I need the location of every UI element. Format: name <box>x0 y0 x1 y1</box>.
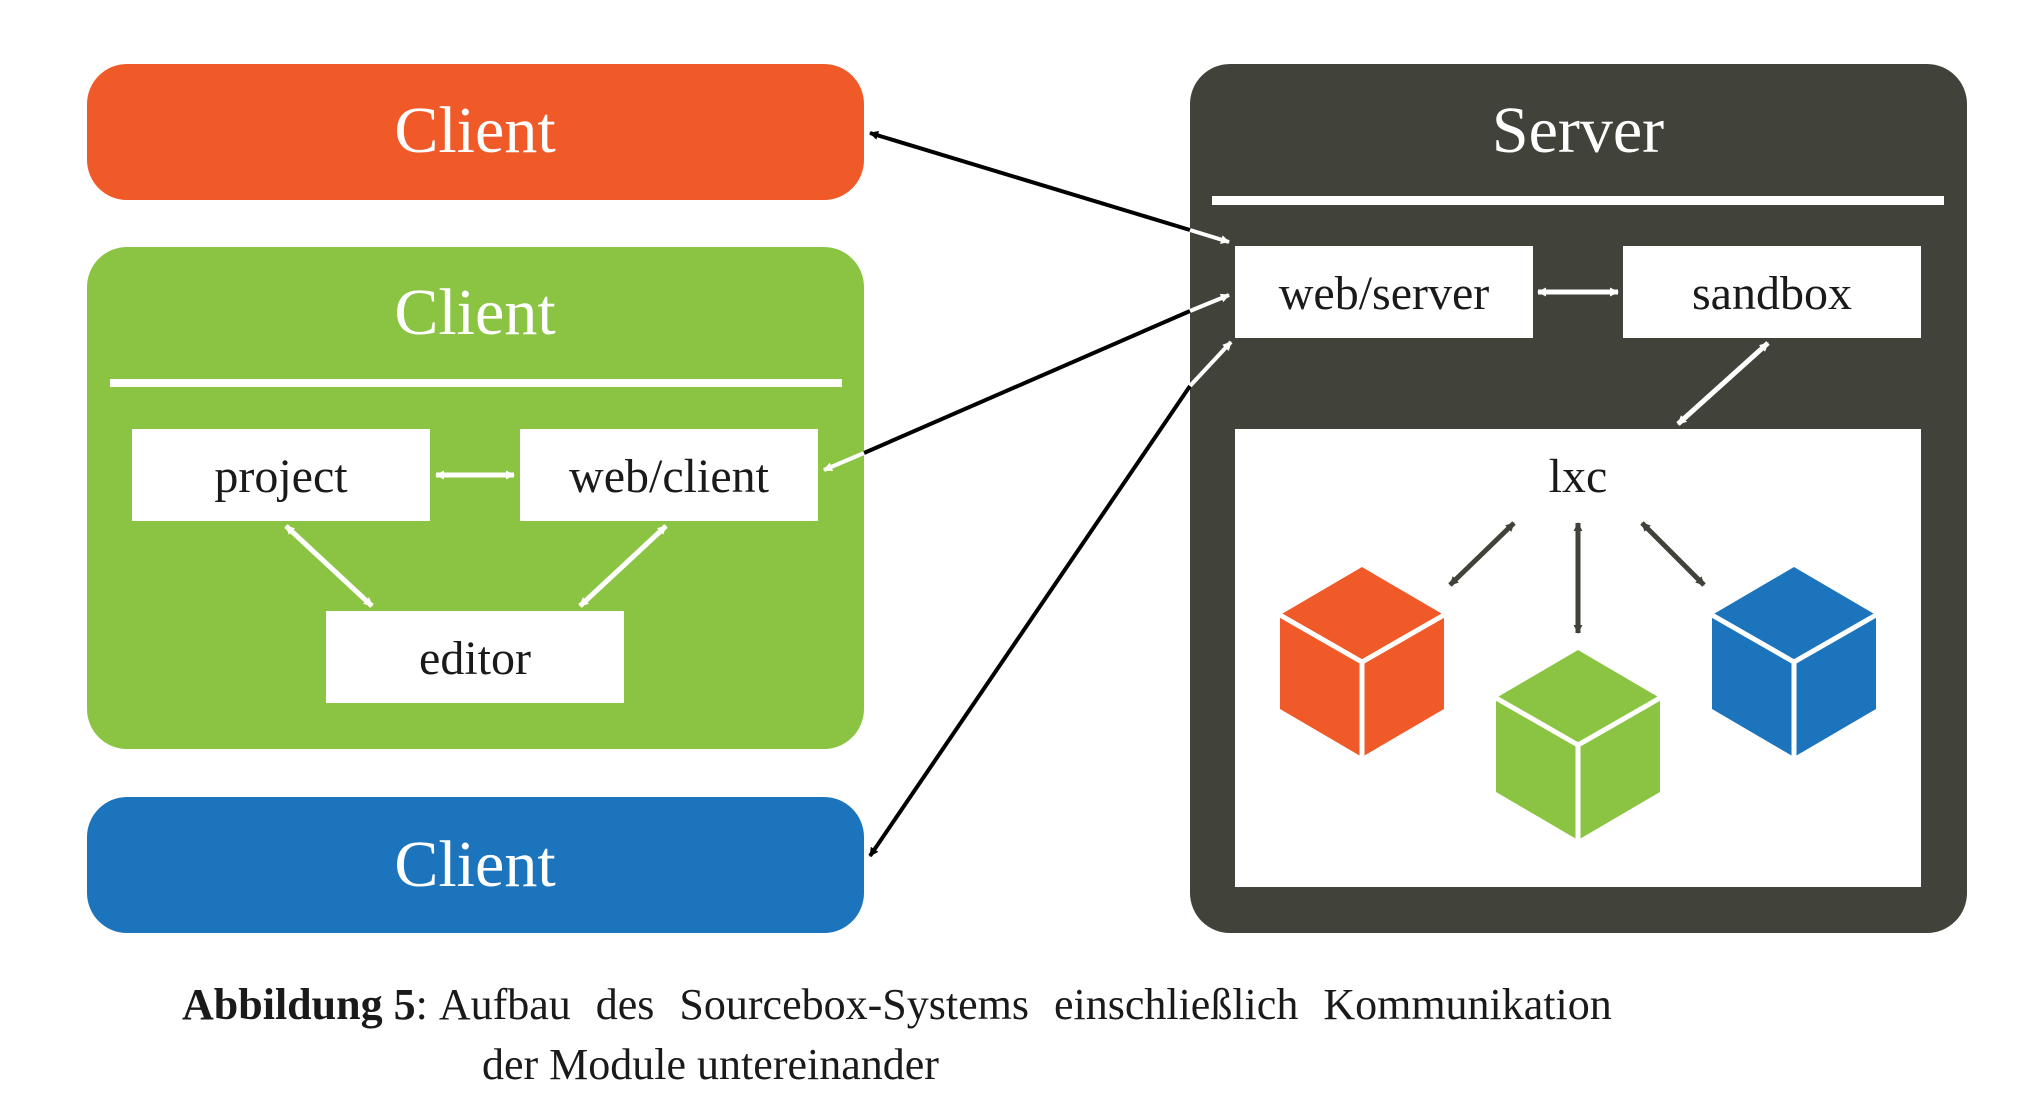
editor-module <box>326 611 624 703</box>
sandbox-module-label: sandbox <box>1692 267 1852 320</box>
client-box-green <box>87 247 864 749</box>
architecture-diagram: Client Client project web/client editor … <box>87 64 1967 933</box>
arrow-webclient-editor <box>578 524 668 608</box>
arrow-orange-client-webserver <box>869 131 1191 232</box>
arrow-orange-client-webserver-tip <box>1189 228 1230 244</box>
client-box-orange <box>87 64 864 200</box>
caption-line-1: Abbildung 5: Aufbau des Sourcebox-System… <box>182 975 1612 1035</box>
arrow-webclient-webserver-tip <box>1189 293 1230 313</box>
caption-label: Abbildung 5 <box>182 980 416 1029</box>
caption-text-line-2: der Module untereinander <box>482 1040 939 1089</box>
web-server-module-label: web/server <box>1279 267 1490 320</box>
arrow-lxc-container-orange <box>1448 521 1516 587</box>
cube-icon-green <box>1494 650 1662 840</box>
cube-icon-orange <box>1278 567 1446 757</box>
caption-colon: : <box>415 980 439 1029</box>
client-label-orange: Client <box>394 94 555 167</box>
cube-icon-blue <box>1710 567 1878 757</box>
project-module-label: project <box>214 450 348 503</box>
web-server-module <box>1235 246 1533 338</box>
arrow-lxc-container-blue <box>1640 521 1706 587</box>
web-client-module-label: web/client <box>569 450 770 503</box>
client-label-blue: Client <box>394 828 555 901</box>
caption-text-line-1: Aufbau des Sourcebox-Systems einschließl… <box>438 980 1612 1029</box>
arrow-blue-client-webserver-tip <box>1188 340 1233 388</box>
server-label: Server <box>1492 94 1664 167</box>
arrow-webclient-webserver <box>863 309 1191 455</box>
project-module <box>132 429 430 521</box>
server-divider <box>1212 196 1944 205</box>
caption-line-2: der Module untereinander <box>482 1035 939 1095</box>
web-client-module <box>520 429 818 521</box>
green-client-divider <box>110 379 842 387</box>
client-box-blue <box>87 797 864 933</box>
arrow-blue-client-webserver <box>868 384 1192 858</box>
arrow-webclient-webserver-tail <box>823 451 865 472</box>
arrow-sandbox-lxc <box>1676 341 1770 426</box>
editor-module-label: editor <box>419 632 531 685</box>
client-label-green: Client <box>394 276 555 349</box>
lxc-label: lxc <box>1549 450 1608 503</box>
arrow-project-editor <box>284 524 374 608</box>
sandbox-module <box>1623 246 1921 338</box>
